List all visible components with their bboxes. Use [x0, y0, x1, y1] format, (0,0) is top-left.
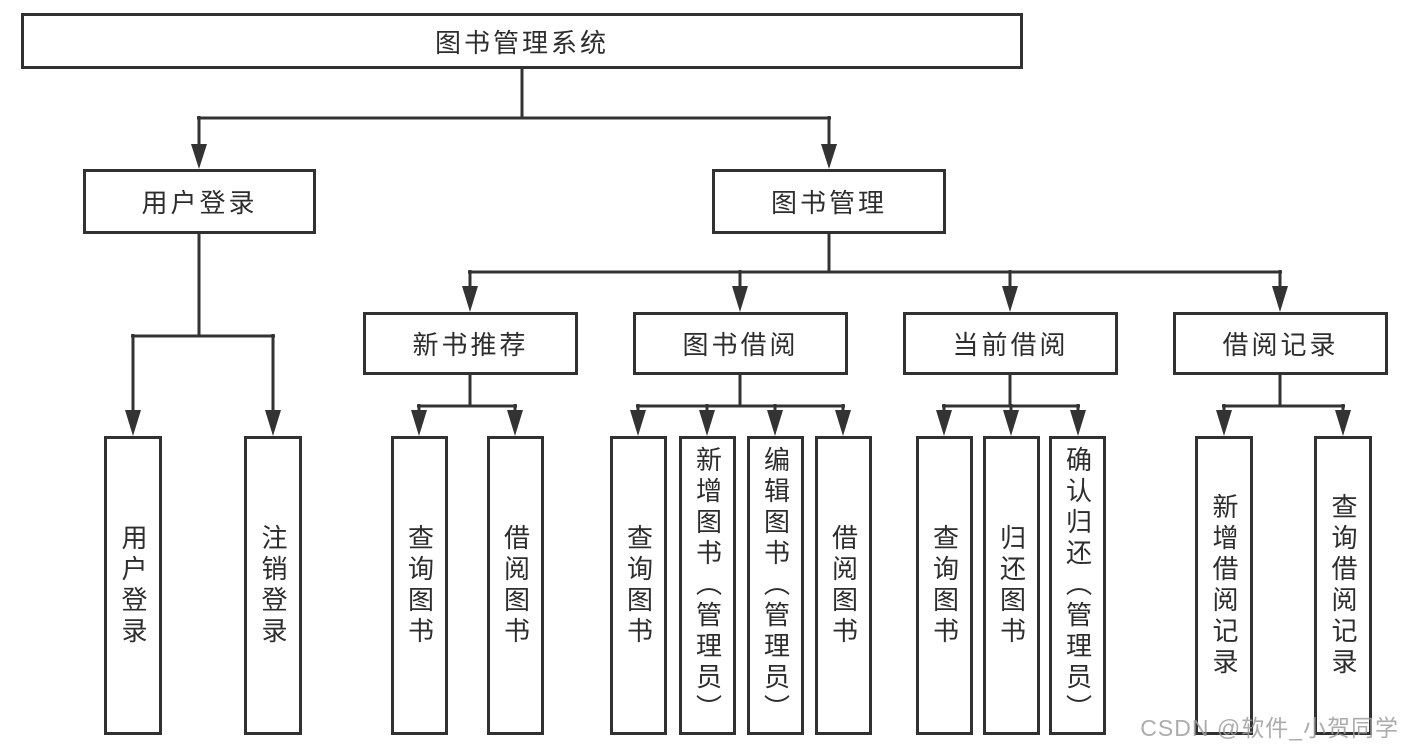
- node-branch-user-login: 用户登录: [83, 169, 316, 234]
- node-label: 查询图书: [404, 523, 435, 648]
- leaf-borrow-borrow-books: 借阅图书: [815, 436, 872, 735]
- arrow-down-icon: [732, 286, 748, 312]
- arrow-down-icon: [265, 410, 281, 436]
- node-label: 借阅图书: [500, 523, 531, 648]
- node-mid-book-borrow: 图书借阅: [633, 312, 848, 375]
- arrow-down-icon: [1335, 410, 1351, 436]
- node-label: 新书推荐: [412, 330, 529, 360]
- connector-root: [191, 69, 837, 169]
- node-mid-current-borrow: 当前借阅: [903, 312, 1118, 375]
- arrow-down-icon: [1272, 286, 1288, 312]
- leaf-records-query-borrow-record: 查询借阅记录: [1314, 436, 1372, 735]
- node-label: 新增图书（管理员）: [692, 446, 723, 725]
- node-label: 当前借阅: [952, 330, 1069, 360]
- node-label: 新增借阅记录: [1209, 492, 1239, 679]
- arrow-down-icon: [1216, 410, 1232, 436]
- watermark: CSDN @软件_小贺同学: [1140, 715, 1399, 741]
- arrow-down-icon: [191, 144, 207, 169]
- node-label: 编辑图书（管理员）: [760, 446, 791, 725]
- node-label: 借阅记录: [1222, 330, 1339, 360]
- arrow-down-icon: [411, 410, 427, 436]
- node-label: 图书借阅: [682, 330, 799, 360]
- node-label: 查询图书: [623, 523, 654, 648]
- arrow-down-icon: [699, 410, 715, 436]
- arrow-down-icon: [936, 410, 952, 436]
- arrow-down-icon: [1002, 286, 1018, 312]
- node-mid-borrow-records: 借阅记录: [1173, 312, 1388, 375]
- leaf-user-login: 用户登录: [104, 436, 162, 735]
- leaf-borrow-edit-books-admin: 编辑图书（管理员）: [747, 436, 804, 735]
- leaf-newbooks-query-books: 查询图书: [391, 436, 448, 735]
- node-label: 确认归还（管理员）: [1062, 446, 1093, 725]
- node-mid-new-book-recommend: 新书推荐: [363, 312, 578, 375]
- leaf-current-return-books: 归还图书: [983, 436, 1040, 735]
- leaf-newbooks-borrow-books: 借阅图书: [487, 436, 544, 735]
- arrow-down-icon: [821, 144, 837, 169]
- leaf-current-query-books: 查询图书: [916, 436, 973, 735]
- leaf-logout: 注销登录: [244, 436, 302, 735]
- connector-borrow-records: [1216, 375, 1351, 436]
- node-branch-book-management: 图书管理: [712, 169, 946, 234]
- arrow-down-icon: [507, 410, 523, 436]
- arrow-down-icon: [462, 286, 478, 312]
- connector-current-borrow: [936, 375, 1086, 436]
- connector-book-borrow: [630, 375, 851, 436]
- node-label: 图书管理: [770, 188, 887, 218]
- arrow-down-icon: [1070, 410, 1086, 436]
- node-label: 用户登录: [141, 188, 258, 218]
- connector-book-mgmt: [462, 234, 1288, 312]
- arrow-down-icon: [835, 410, 851, 436]
- leaf-borrow-query-books: 查询图书: [610, 436, 667, 735]
- leaf-current-confirm-return-admin: 确认归还（管理员）: [1049, 436, 1106, 735]
- node-label: 图书管理系统: [434, 27, 609, 58]
- node-label: 归还图书: [996, 523, 1027, 648]
- node-label: 用户登录: [118, 523, 148, 648]
- leaf-borrow-add-books-admin: 新增图书（管理员）: [679, 436, 736, 735]
- connector-new-books: [411, 375, 523, 436]
- arrow-down-icon: [767, 410, 783, 436]
- node-label: 注销登录: [258, 523, 288, 648]
- arrow-down-icon: [630, 410, 646, 436]
- connector-user-login: [125, 234, 281, 436]
- arrow-down-icon: [1003, 410, 1019, 436]
- arrow-down-icon: [125, 410, 141, 436]
- node-root-system: 图书管理系统: [21, 13, 1023, 69]
- leaf-records-add-borrow-record: 新增借阅记录: [1195, 436, 1253, 735]
- node-label: 查询图书: [929, 523, 960, 648]
- node-label: 查询借阅记录: [1328, 492, 1358, 679]
- node-label: 借阅图书: [828, 523, 859, 648]
